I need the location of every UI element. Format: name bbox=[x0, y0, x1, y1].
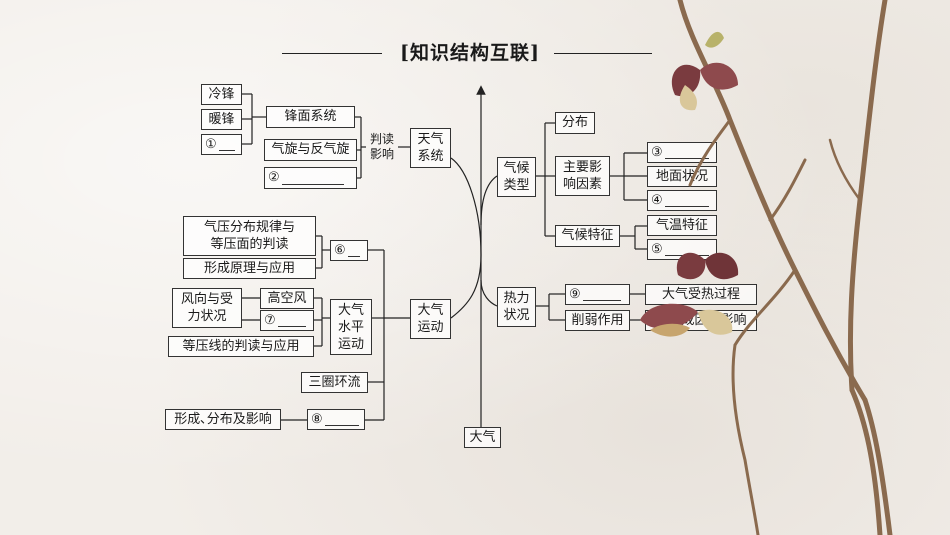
warm-front-node: 暖锋 bbox=[201, 109, 242, 130]
blank-1-label: ① bbox=[205, 136, 217, 152]
branch-decoration-icon bbox=[640, 0, 893, 535]
title-rule-right bbox=[554, 53, 652, 54]
cold-front-node: 冷锋 bbox=[201, 84, 242, 105]
heat-status-node: 热力 状况 bbox=[497, 287, 536, 327]
blank-4-node: ④ bbox=[647, 190, 717, 211]
blank-1-line bbox=[218, 138, 235, 151]
blank-7-line bbox=[277, 314, 306, 327]
blank-2-label: ② bbox=[268, 170, 280, 185]
blank-6-line bbox=[347, 244, 360, 257]
blank-7-node: ⑦ bbox=[260, 310, 314, 331]
isobar-node: 等压线的判读与应用 bbox=[168, 336, 314, 357]
main-factors-node: 主要影 响因素 bbox=[555, 156, 610, 196]
blank-9-node: ⑨ bbox=[565, 284, 630, 305]
blank-2-line bbox=[281, 172, 344, 185]
blank-6-label: ⑥ bbox=[334, 242, 346, 258]
climate-features-node: 气候特征 bbox=[555, 225, 620, 247]
section-title: [知识结构互联] bbox=[282, 38, 652, 68]
pressure-law-node: 气压分布规律与 等压面的判读 bbox=[183, 216, 316, 256]
title-text: [知识结构互联] bbox=[400, 42, 540, 64]
climate-type-node: 气候 类型 bbox=[497, 157, 536, 197]
blank-9-line bbox=[582, 288, 621, 301]
formation-use-node: 形成原理与应用 bbox=[183, 258, 316, 279]
blank-4-label: ④ bbox=[651, 192, 663, 208]
blank-3-line bbox=[664, 146, 709, 159]
judge-influence-label: 判读 影响 bbox=[369, 132, 394, 161]
blank-8-line bbox=[324, 413, 359, 426]
root-node: 大气 bbox=[464, 427, 501, 448]
title-rule-left bbox=[282, 53, 382, 54]
front-system-node: 锋面系统 bbox=[266, 106, 355, 128]
distribution-node: 分布 bbox=[555, 112, 595, 134]
weakening-node: 削弱作用 bbox=[565, 310, 630, 331]
wind-force-node: 风向与受 力状况 bbox=[172, 288, 242, 328]
heating-process-node: 大气受热过程 bbox=[645, 284, 757, 305]
temp-features-node: 气温特征 bbox=[647, 215, 717, 236]
three-circle-node: 三圈环流 bbox=[301, 372, 368, 393]
blank-2-node: ② bbox=[264, 167, 357, 189]
cyclone-node: 气旋与反气旋 bbox=[264, 139, 357, 161]
blank-1-node: ① bbox=[201, 134, 242, 155]
blank-6-node: ⑥ bbox=[330, 240, 368, 261]
blank-8-node: ⑧ bbox=[307, 409, 365, 430]
blank-3-label: ③ bbox=[651, 144, 663, 160]
high-wind-node: 高空风 bbox=[260, 288, 314, 309]
horizontal-motion-node: 大气 水平 运动 bbox=[330, 299, 372, 355]
blank-9-label: ⑨ bbox=[569, 286, 581, 302]
blank-4-line bbox=[664, 194, 709, 207]
blank-8-label: ⑧ bbox=[311, 411, 323, 427]
weather-system-node: 天气 系统 bbox=[410, 128, 451, 168]
blank-5-label: ⑤ bbox=[651, 241, 663, 257]
blank-7-label: ⑦ bbox=[264, 312, 276, 328]
atm-motion-node: 大气 运动 bbox=[410, 299, 451, 339]
formation-dist-node: 形成､分布及影响 bbox=[165, 409, 281, 430]
blank-3-node: ③ bbox=[647, 142, 717, 163]
